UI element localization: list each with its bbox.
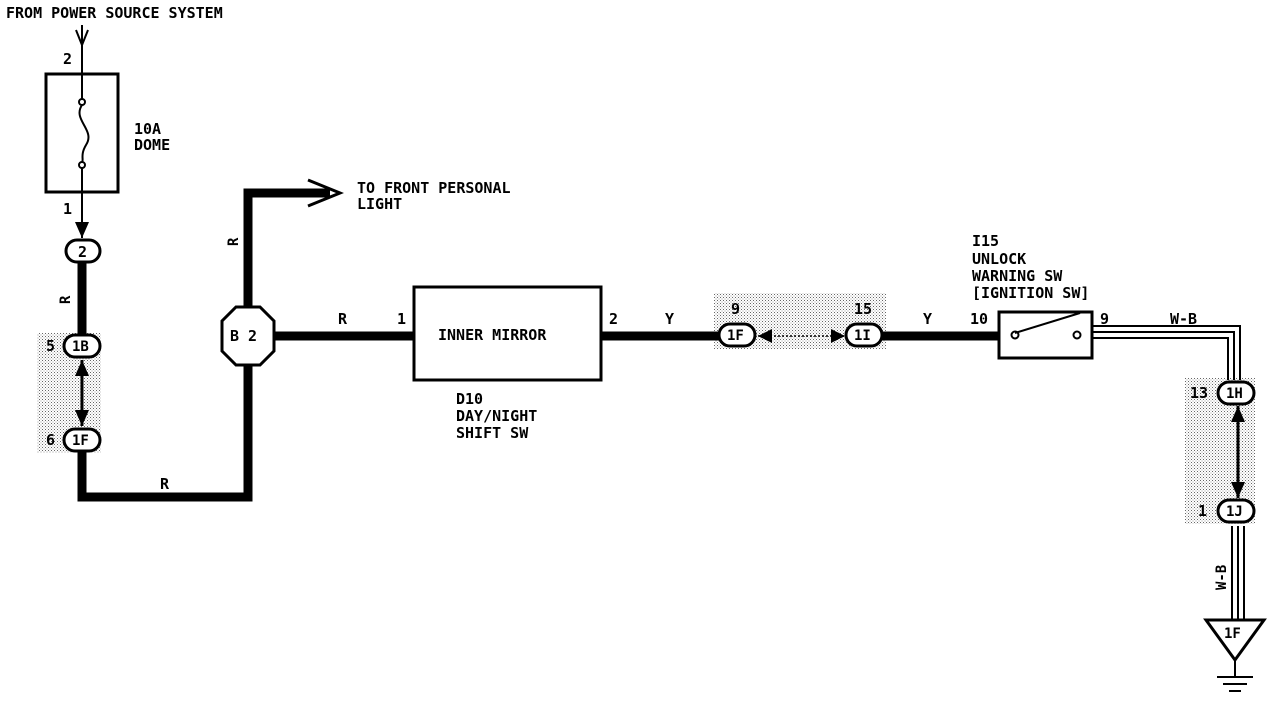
personal-light-line1: TO FRONT PERSONAL: [357, 179, 511, 197]
inner-mirror-box[interactable]: [412, 285, 603, 382]
double-arrow-right: [1231, 406, 1245, 498]
connector-1h-label: 1H: [1226, 386, 1243, 402]
fuse-pin-top: 2: [63, 50, 72, 68]
connector-2[interactable]: [64, 238, 102, 264]
mirror-desc1: DAY/NIGHT: [456, 407, 537, 425]
mirror-pin-right: 2: [609, 310, 618, 328]
connector-1b-pin: 5: [46, 337, 55, 355]
double-arrow-mid: [758, 329, 845, 343]
personal-light-arrow: [307, 178, 344, 208]
inner-mirror-title: INNER MIRROR: [438, 326, 547, 344]
unlock-warning-switch[interactable]: [997, 310, 1094, 360]
wire-y-right-label: Y: [923, 310, 932, 328]
ground-label: 1F: [1224, 626, 1241, 642]
splice-b2-label: B 2: [230, 327, 257, 345]
connector-1f-left-pin: 6: [46, 431, 55, 449]
personal-light-line2: LIGHT: [357, 195, 402, 213]
ground-point-1f[interactable]: [1203, 618, 1267, 663]
connector-1j[interactable]: [1216, 498, 1256, 524]
mirror-desc2: SHIFT SW: [456, 424, 529, 442]
switch-pin-left: 10: [970, 310, 988, 328]
wire-r-to-mirror-label: R: [338, 310, 348, 328]
switch-code: I15: [972, 232, 999, 250]
double-arrow-left: [75, 360, 89, 426]
wire-r-bottom: [77, 365, 253, 502]
mirror-code: D10: [456, 390, 483, 408]
switch-name1: UNLOCK: [972, 250, 1026, 268]
connector-2-label: 2: [78, 243, 87, 261]
connector-1h-pin: 13: [1190, 384, 1208, 402]
source-label: FROM POWER SOURCE SYSTEM: [6, 4, 223, 22]
wire-y-left-label: Y: [665, 310, 674, 328]
switch-name2: WARNING SW: [972, 267, 1063, 285]
wire-wb-top-label: W-B: [1170, 310, 1197, 328]
connector-1i-label: 1I: [854, 328, 871, 344]
wire-r-bottom-label: R: [160, 475, 170, 493]
wire-wb-vertical-label: W-B: [1214, 565, 1230, 590]
connector-1f-left[interactable]: [62, 427, 102, 453]
switch-name3: [IGNITION SW]: [972, 284, 1089, 302]
connector-1f-mid-pin: 9: [731, 300, 740, 318]
connector-1f-mid-label: 1F: [727, 328, 744, 344]
fuse-rating: 10A: [134, 120, 161, 138]
connector-1h[interactable]: [1216, 380, 1256, 406]
connector-1f-mid[interactable]: [717, 322, 757, 348]
fuse-output-arrow: [75, 192, 89, 238]
wire-r-up-to-light: [243, 188, 330, 307]
wire-r-vertical-right-label: R: [226, 237, 242, 246]
fuse-pin-bottom: 1: [63, 200, 72, 218]
connector-1f-left-label: 1F: [72, 433, 89, 449]
connector-1j-pin: 1: [1198, 502, 1207, 520]
source-arrow: [75, 25, 89, 75]
fuse-dome[interactable]: [44, 72, 120, 194]
connector-1j-label: 1J: [1226, 504, 1243, 520]
connector-1b-label: 1B: [72, 339, 89, 355]
fuse-name: DOME: [134, 136, 170, 154]
switch-pin-right: 9: [1100, 310, 1109, 328]
wire-wb: [1092, 325, 1245, 620]
connector-1i-pin: 15: [854, 300, 872, 318]
connector-1b[interactable]: [62, 333, 102, 359]
wire-r-vertical-left-label: R: [58, 295, 74, 304]
mirror-pin-left: 1: [397, 310, 406, 328]
ground-icon: [1217, 660, 1253, 692]
splice-b2[interactable]: [220, 305, 276, 367]
